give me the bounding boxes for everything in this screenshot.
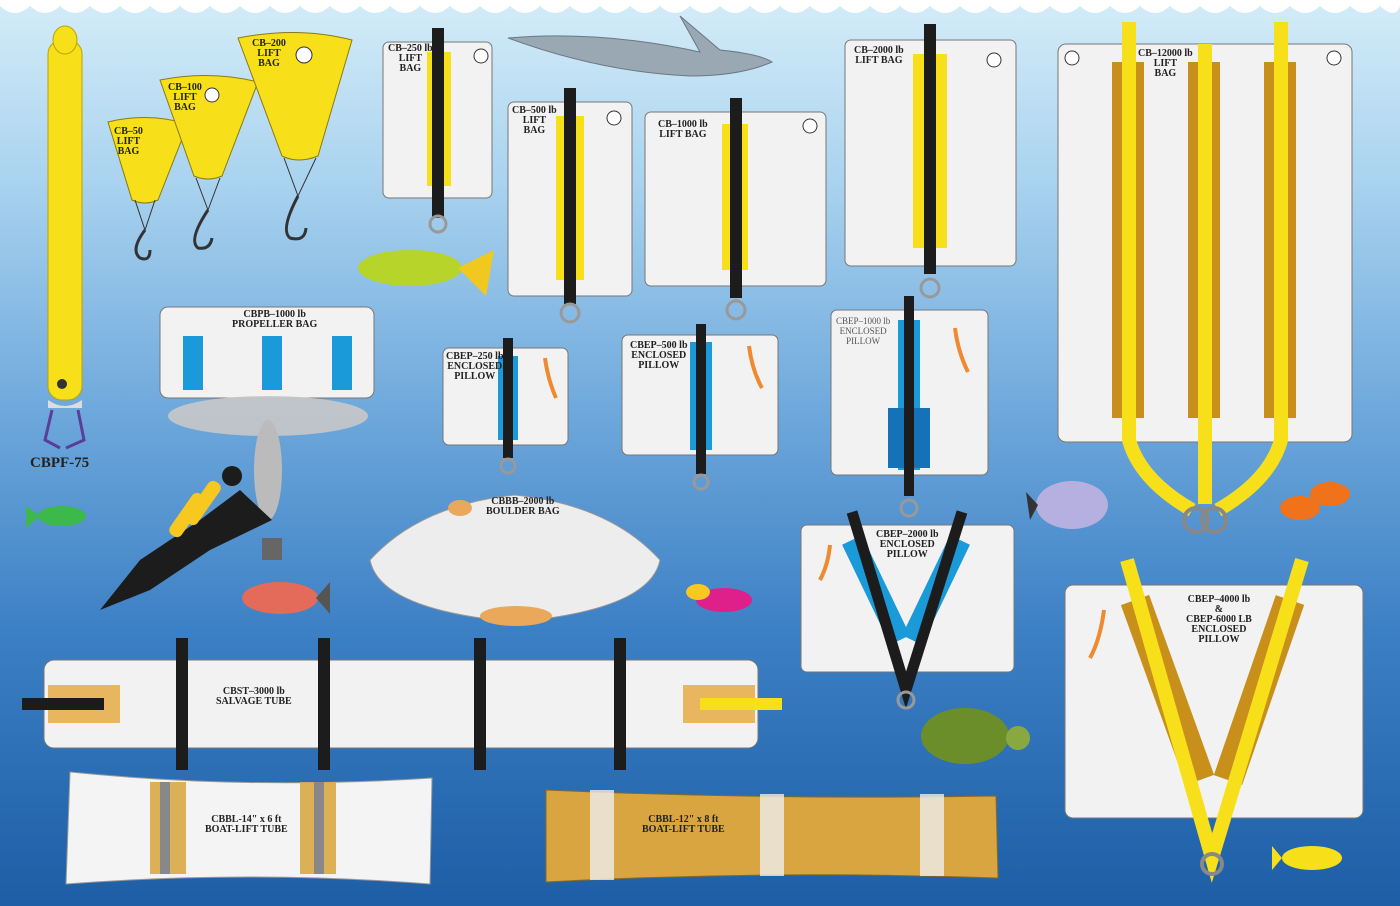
green-fish-icon (26, 506, 86, 528)
cbep250-pillow (442, 338, 569, 475)
label-cb2000: CB–2000 lb LIFT BAG (854, 45, 904, 66)
cb12000-bag (1057, 22, 1353, 534)
cbep1000-pillow (830, 296, 989, 518)
label-cbpb1000: CBPB–1000 lb PROPELLER BAG (232, 309, 318, 330)
cb2000-bag (844, 24, 1017, 299)
label-cbbl14: CBBL-14" x 6 ft BOAT-LIFT TUBE (205, 814, 288, 835)
label-cb200: CB–200 LIFT BAG (252, 38, 286, 69)
label-cbep250: CBEP–250 lb ENCLOSED PILLOW (446, 351, 504, 382)
diver-icon (100, 466, 272, 610)
water-surface (0, 0, 1400, 13)
label-cbep500: CBEP–500 lb ENCLOSED PILLOW (630, 340, 688, 371)
cb500-bag (507, 88, 633, 324)
cbpf75-buoy (43, 25, 86, 450)
cbbl12-tube (545, 789, 999, 883)
cbpb1000-propeller-bag (159, 306, 375, 560)
label-cbep1000: CBEP–1000 lb ENCLOSED PILLOW (836, 316, 891, 346)
label-cb12000: CB–12000 lb LIFT BAG (1138, 48, 1193, 79)
label-cb500: CB–500 lb LIFT BAG (512, 105, 557, 136)
label-cbep4000: CBEP–4000 lb & CBEP-6000 LB ENCLOSED PIL… (1186, 594, 1252, 645)
cbbl14-tube (65, 771, 433, 885)
cbbb2000-boulder-bag (369, 494, 661, 626)
cb200-bag (237, 31, 353, 241)
label-cbst3000: CBST–3000 lb SALVAGE TUBE (216, 686, 292, 707)
label-cbbl12: CBBL-12" x 8 ft BOAT-LIFT TUBE (642, 814, 725, 835)
label-cb100: CB–100 LIFT BAG (168, 82, 202, 113)
shark-icon (507, 15, 774, 77)
cb250-bag (382, 28, 493, 234)
label-cb50: CB–50 LIFT BAG (114, 126, 143, 157)
label-cbep2000: CBEP–2000 lb ENCLOSED PILLOW (876, 529, 939, 560)
label-cb250: CB–250 lb LIFT BAG (388, 43, 433, 74)
cbep4000-pillow (1064, 557, 1364, 883)
yellow-fish-icon (1272, 846, 1342, 870)
tang-fish-icon (1026, 481, 1108, 529)
mahi-fish-icon (358, 250, 494, 296)
cbst3000-salvage-tube (22, 638, 782, 770)
label-cbbb2000: CBBB–2000 lb BOULDER BAG (486, 496, 560, 517)
pink-fish-icon (686, 584, 752, 612)
red-fish-icon (242, 582, 330, 614)
label-cbpf75: CBPF-75 (30, 455, 90, 471)
cbep2000-pillow (800, 510, 1015, 710)
label-cb1000: CB–1000 lb LIFT BAG (658, 119, 708, 140)
sea-turtle-icon (921, 708, 1030, 764)
cbep500-pillow (621, 324, 779, 491)
cb1000-bag (644, 98, 827, 321)
clownfish-icon (1280, 482, 1350, 520)
